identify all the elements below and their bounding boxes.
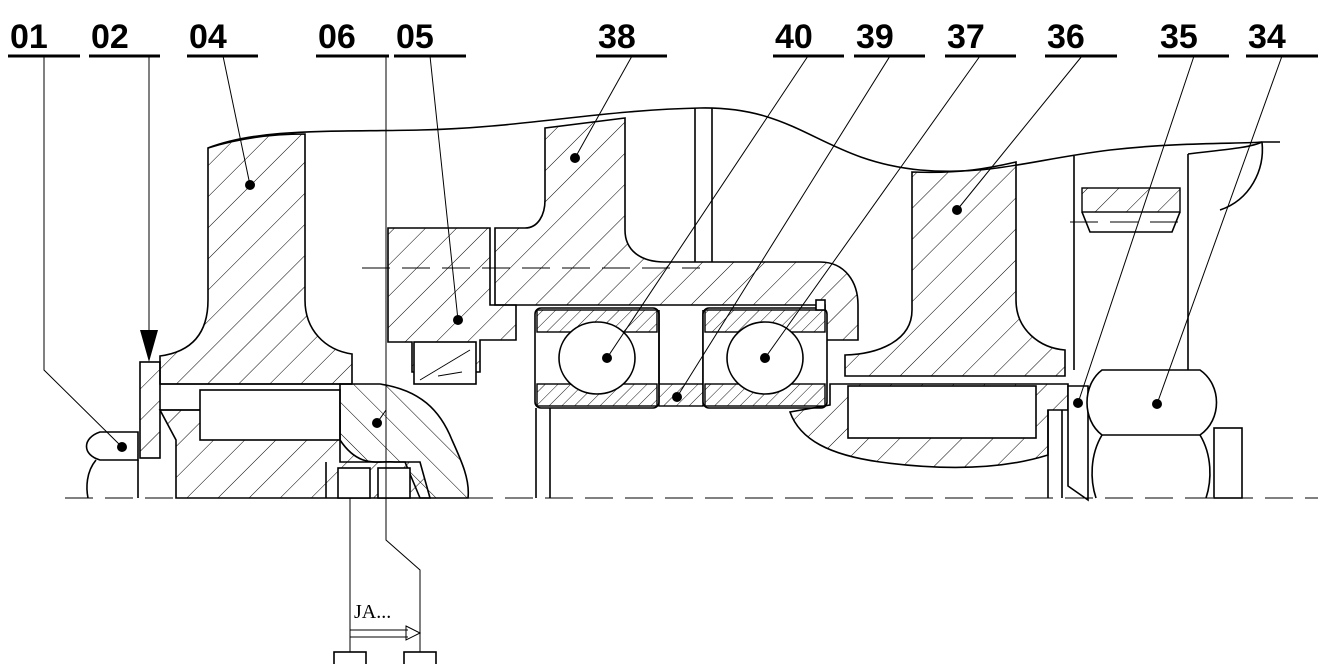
label-40: 40 bbox=[775, 18, 813, 56]
label-37: 37 bbox=[947, 18, 985, 56]
key-36 bbox=[847, 385, 1037, 439]
break-line-top bbox=[207, 107, 1263, 173]
dimension-ja: JA... bbox=[333, 498, 437, 664]
label-35: 35 bbox=[1160, 18, 1198, 56]
label-04: 04 bbox=[189, 18, 227, 56]
part-02-ring bbox=[139, 361, 161, 459]
part-38-body bbox=[494, 117, 859, 341]
label-05: 05 bbox=[396, 18, 434, 56]
part-35-washer bbox=[1067, 385, 1089, 502]
part-labels: 01 02 04 06 05 38 40 39 37 36 35 34 bbox=[8, 18, 1318, 58]
label-34: 34 bbox=[1248, 18, 1286, 56]
label-36: 36 bbox=[1047, 18, 1085, 56]
part-36-body bbox=[844, 160, 1066, 377]
arrow-marker-02 bbox=[140, 330, 158, 362]
seal-05 bbox=[413, 341, 477, 385]
part-34-roller bbox=[1086, 369, 1243, 499]
label-01: 01 bbox=[10, 18, 48, 56]
leader-dots bbox=[117, 153, 1162, 452]
key-04 bbox=[199, 389, 341, 441]
label-38: 38 bbox=[598, 18, 636, 56]
upper-right-gear bbox=[1070, 141, 1280, 370]
bearing-40 bbox=[534, 307, 660, 409]
part-01-cap bbox=[85, 431, 139, 461]
part-04-housing bbox=[159, 133, 353, 385]
label-02: 02 bbox=[91, 18, 129, 56]
part-05-carrier bbox=[387, 227, 517, 373]
label-39: 39 bbox=[856, 18, 894, 56]
dimension-label: JA... bbox=[354, 601, 391, 623]
label-06: 06 bbox=[318, 18, 356, 56]
